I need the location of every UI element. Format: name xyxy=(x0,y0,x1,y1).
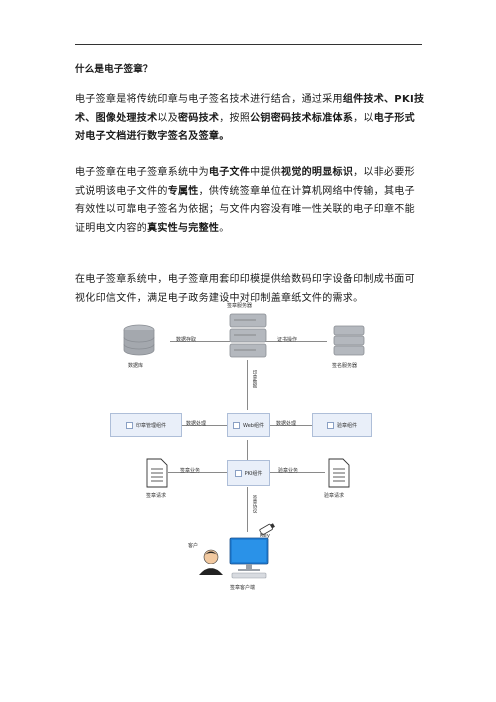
text-segment: ，以非必要形式说明该电子文件的 xyxy=(75,167,415,197)
text-segment: 专属性 xyxy=(167,185,199,197)
header-rule xyxy=(75,44,422,45)
text-segment: 电子签章在电子签章系统中为 xyxy=(75,167,209,178)
client-label: 签章客户端 xyxy=(230,585,256,591)
line-server-web xyxy=(247,360,248,410)
verify-component-box: 验章组件 xyxy=(312,413,372,437)
verify-business-label: 验章业务 xyxy=(278,468,299,474)
line-web-verify xyxy=(270,425,312,426)
line-web-pki xyxy=(247,440,248,465)
line-pki-client xyxy=(247,487,248,532)
section-heading: 什么是电子签章？ xyxy=(75,64,153,75)
line-mgmt-web xyxy=(182,425,227,426)
sign-request-label: 签章请求 xyxy=(146,493,167,499)
database-label: 数据库 xyxy=(128,363,144,369)
text-segment: 在电子签章系统中，电子签章用套印印模提供给数码印字设备印制成书面可视化印信文件，… xyxy=(75,274,415,304)
text-segment: 真实性与完整性 xyxy=(147,222,220,234)
text-segment: 电子形式对电子文档进行数字签名及签章。 xyxy=(75,112,415,143)
component-icon xyxy=(125,421,133,429)
sign-business-label: 签章业务 xyxy=(180,468,201,474)
usb-key-icon xyxy=(259,523,275,536)
text-segment: 组件技术、PKI技术、图像处理技术 xyxy=(75,94,425,124)
customer-label: 客户 xyxy=(188,543,199,549)
verify-request-label: 验章请求 xyxy=(324,493,345,499)
paragraph-3: 在电子签章系统中，电子签章用套印印模提供给数码印字设备印制成书面可视化印信文件，… xyxy=(75,271,425,308)
server-title: 签章服务器 xyxy=(227,303,253,309)
client-monitor-icon xyxy=(229,537,269,579)
data-proc-left-label: 数据处理 xyxy=(186,421,207,427)
text-segment: ，以 xyxy=(353,112,374,124)
cert-op-label: 证书操作 xyxy=(277,337,298,343)
line-pki-verify xyxy=(270,472,325,473)
text-segment: 电子签章是将传统印章与电子签名技术进行结合，通过采用 xyxy=(75,94,343,105)
text-segment: 以及 xyxy=(157,112,179,124)
component-icon xyxy=(234,469,242,477)
seal-data-label: 印章数据 xyxy=(252,370,257,388)
line-request-pki xyxy=(168,472,230,473)
pki-component-box: PKI组件 xyxy=(227,460,270,486)
web-component-box: Web组件 xyxy=(227,413,270,437)
text-segment: 电子文件 xyxy=(208,167,251,178)
line-db-server xyxy=(170,341,230,342)
sign-server-label: 签名服务器 xyxy=(332,363,358,369)
sign-server-icon xyxy=(229,313,267,358)
data-access-label: 数据存取 xyxy=(176,337,197,343)
text-segment: 密码技术 xyxy=(178,112,220,124)
sign-request-doc-icon xyxy=(146,458,168,488)
user-avatar-icon xyxy=(199,549,223,575)
architecture-diagram: 签章服务器 数据库 数据存取 证书操作 签名服务器 印章数据 xyxy=(110,300,395,605)
component-icon xyxy=(233,421,241,429)
text-segment: 公钥密码技术标准体系 xyxy=(250,112,354,124)
line-server-signserver xyxy=(265,341,327,342)
database-icon xyxy=(123,324,155,356)
protocol-label: 签章协议 xyxy=(252,495,257,513)
paragraph-1: 电子签章是将传统印章与电子签名技术进行结合，通过采用组件技术、PKI技术、图像处… xyxy=(75,91,425,147)
text-segment: ，供传统签章单位在计算机网络中传输，其电子有效性以可靠电子签名为依据；与文件内容… xyxy=(75,185,415,234)
data-proc-right-label: 数据处理 xyxy=(276,421,297,427)
component-icon xyxy=(326,421,334,429)
text-segment: 中提供 xyxy=(250,167,282,178)
text-segment: 视觉的明显标识 xyxy=(281,167,354,178)
text-segment: 。 xyxy=(219,222,230,234)
verify-request-doc-icon xyxy=(328,458,350,488)
paragraph-2: 电子签章在电子签章系统中为电子文件中提供视觉的明显标识，以非必要形式说明该电子文… xyxy=(75,164,425,238)
text-segment: ，按照 xyxy=(219,112,251,124)
seal-mgmt-box: 印章管理组件 xyxy=(110,413,182,437)
signature-server-icon xyxy=(333,325,365,356)
key-label: Key xyxy=(260,533,270,539)
